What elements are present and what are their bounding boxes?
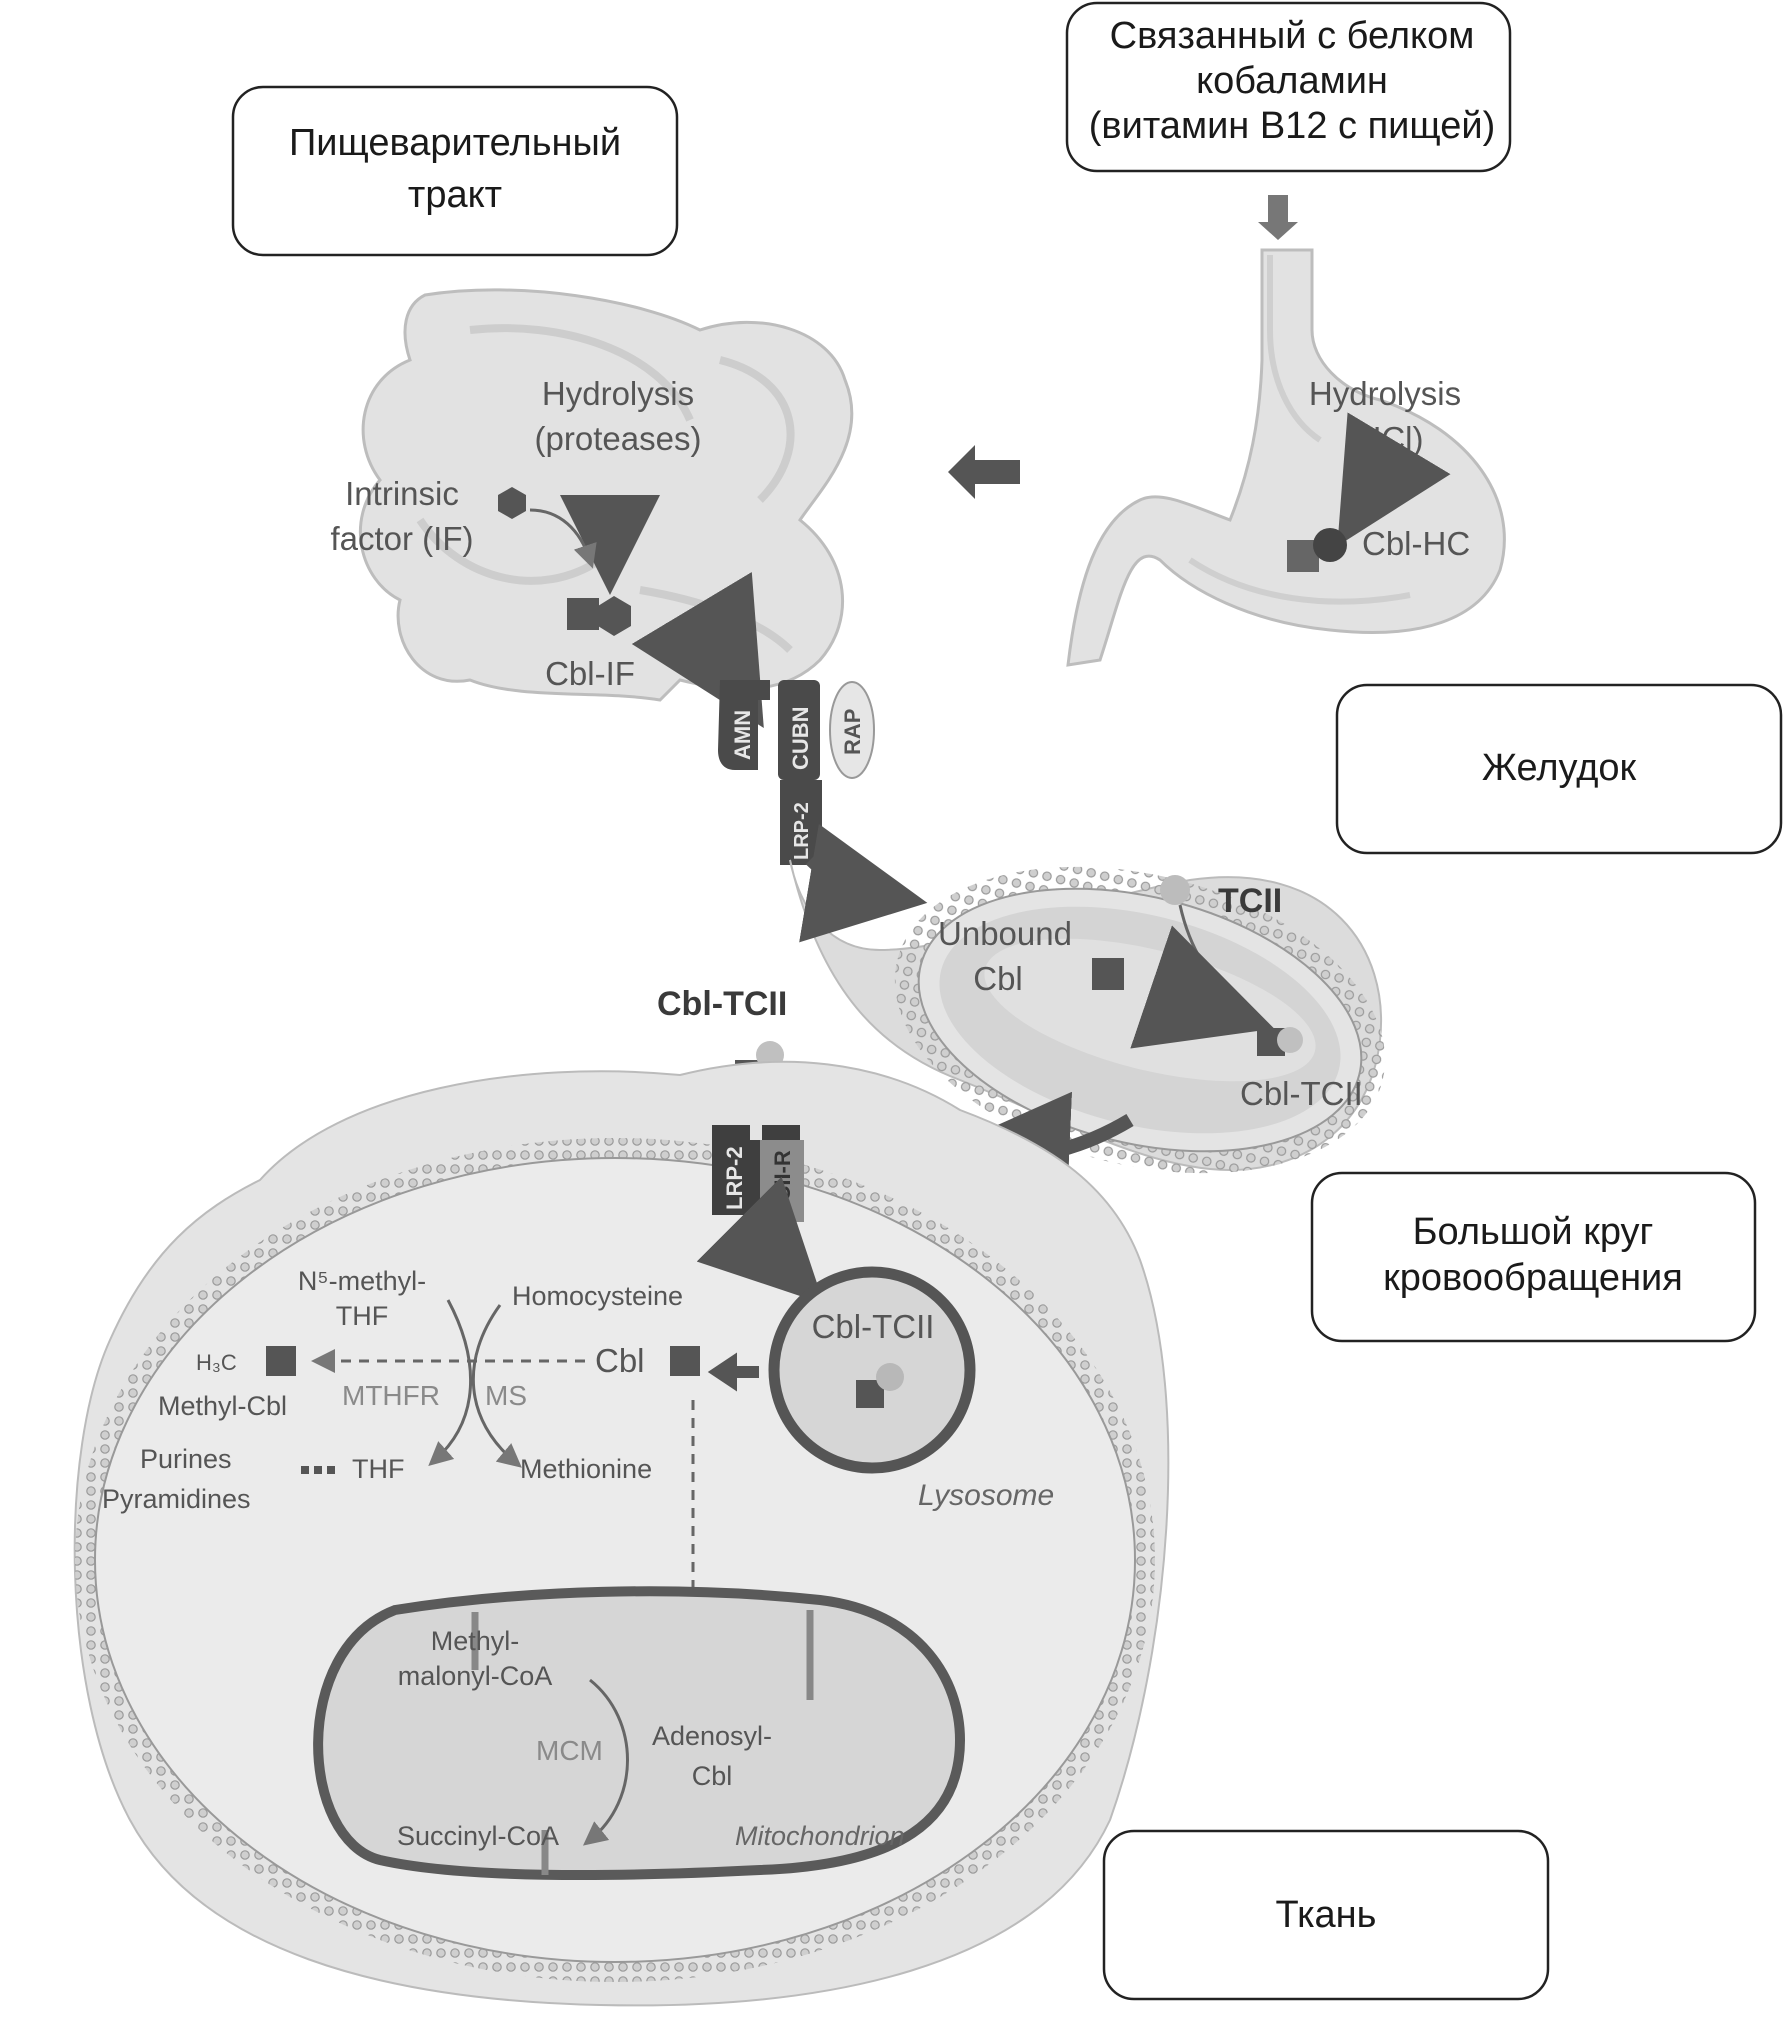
rap-label: RAP (840, 709, 865, 755)
vessel-cbl-tcii-label: Cbl-TCII (1240, 1075, 1363, 1112)
intestinal-receptor-complex: AMN CUBN LRP-2 RAP (718, 680, 875, 865)
mitochondrion-illustration (313, 1586, 966, 1881)
tissue-label: Ткань (1276, 1894, 1377, 1936)
methylmalonyl-coa-line2: malonyl-CoA (398, 1661, 553, 1691)
ms-curve-arrow (471, 1304, 522, 1468)
cbl-if-to-receptor-arrow (631, 571, 764, 729)
digestive-tract-label-line2: тракт (408, 174, 502, 216)
intrinsic-factor-hexagon-icon (498, 487, 526, 519)
adenosyl-cbl-line1: Adenosyl- (652, 1721, 772, 1751)
stomach-hydrolysis-line1: Hydrolysis (1309, 375, 1461, 412)
amn-label: AMN (730, 710, 755, 760)
tcii-r-label: TCII-R (770, 1150, 795, 1215)
intrinsic-factor-line2: factor (IF) (330, 520, 473, 557)
methyl-cbl-label: Methyl-Cbl (158, 1391, 287, 1421)
stomach-to-intestine-arrow (948, 445, 1020, 499)
vessel-cbl-tcii-complex-icon (1257, 1027, 1303, 1056)
receptor-to-blood-arrow (799, 823, 928, 943)
pyramidines-label: Pyramidines (102, 1484, 251, 1514)
intrinsic-factor-binding-arrow (529, 508, 597, 569)
unbound-cbl-line2: Cbl (973, 960, 1023, 997)
purines-label: Purines (140, 1444, 232, 1474)
protein-bound-label-line2: кобаламин (1196, 60, 1388, 102)
food-down-arrow (1258, 195, 1298, 240)
protein-bound-label-line1: Связанный с белком (1110, 15, 1475, 57)
cubn-label: CUBN (788, 706, 813, 770)
stomach-hydrolysis-arrow (1337, 412, 1451, 547)
mcm-label: MCM (536, 1735, 603, 1766)
tcii-protein-icon (1160, 875, 1190, 905)
stomach-hydrolysis-line2: (HCl) (1347, 420, 1424, 457)
cbl-hc-label: Cbl-HC (1362, 525, 1470, 562)
intrinsic-factor-line1: Intrinsic (345, 475, 459, 512)
receptor-to-lysosome-arrow (696, 1176, 824, 1304)
lysosome-illustration (768, 1266, 976, 1474)
h3c-label: H₃C (196, 1350, 237, 1375)
cbl-icon (670, 1346, 700, 1376)
tcii-label: TCII (1218, 882, 1282, 920)
cbl-if-label: Cbl-IF (545, 655, 635, 692)
intestine-hydrolysis-line1: Hydrolysis (542, 375, 694, 412)
mcm-curve-arrow (582, 1678, 629, 1846)
digestive-tract-label-line1: Пищеварительный (289, 122, 621, 164)
unbound-cbl-line1: Unbound (938, 915, 1072, 952)
intestine-hydrolysis-line2: (proteases) (535, 420, 702, 457)
adenosyl-cbl-line2: Cbl (692, 1761, 733, 1791)
mitochondrion-label: Mitochondrion (735, 1821, 905, 1851)
tissue-box: Ткань (1102, 1829, 1550, 2001)
lysosome-cbl-tcii-label: Cbl-TCII (812, 1308, 935, 1345)
stomach-illustration (1066, 248, 1506, 667)
protein-bound-cobalamin-box: Связанный с белком кобаламин (витамин B1… (1065, 1, 1512, 173)
methyl-cbl-icon (266, 1346, 296, 1376)
lysosome-cbl-tcii-icon (856, 1363, 904, 1408)
digestive-tract-box: Пищеварительный тракт (231, 85, 679, 257)
stomach-box: Желудок (1335, 683, 1783, 855)
unbound-cbl-icon (1092, 958, 1124, 990)
circulation-box: Большой круг кровообращения (1310, 1171, 1757, 1343)
mthfr-curve-arrow (428, 1299, 472, 1466)
lrp2-cell-label: LRP-2 (722, 1146, 747, 1210)
cbl-to-tcii-arrow (1130, 925, 1275, 1049)
circulation-label-line1: Большой круг (1413, 1211, 1654, 1253)
ms-label: MS (485, 1380, 527, 1411)
mthfr-label: MTHFR (342, 1380, 440, 1411)
methylmalonyl-coa-line1: Methyl- (431, 1626, 520, 1656)
protein-bound-label-line3: (витамин B12 с пищей) (1089, 105, 1495, 147)
lysosome-label: Lysosome (918, 1479, 1054, 1512)
stomach-label: Желудок (1482, 747, 1637, 789)
n5-methyl-thf-line2: THF (336, 1301, 388, 1331)
thf-label: THF (352, 1454, 404, 1484)
circulation-label-line2: кровообращения (1383, 1257, 1683, 1299)
lysosome-release-arrow (707, 1352, 759, 1392)
succinyl-coa-label: Succinyl-CoA (397, 1821, 559, 1851)
cbl-label: Cbl (595, 1342, 645, 1379)
cbl-if-complex-icon (567, 596, 631, 636)
methionine-label: Methionine (520, 1454, 652, 1484)
n5-methyl-thf-line1: N⁵-methyl- (298, 1266, 426, 1296)
homocysteine-label: Homocysteine (512, 1281, 683, 1311)
cbl-tcii-outside-label: Cbl-TCII (657, 985, 787, 1023)
lrp2-intestinal-label: LRP-2 (791, 802, 813, 860)
cbl-hc-complex-icon (1287, 528, 1347, 572)
